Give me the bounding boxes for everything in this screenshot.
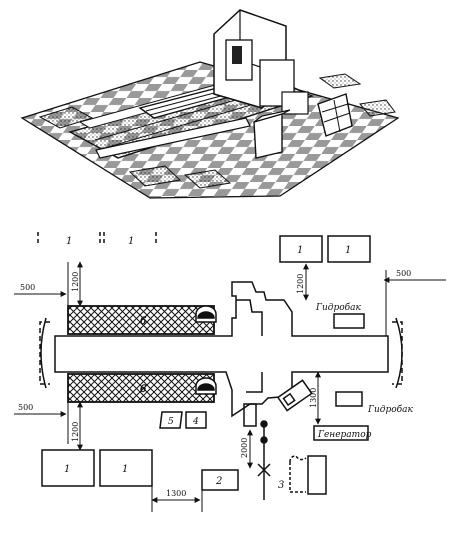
- label-hydro-bottom: Гидробак: [367, 404, 413, 415]
- label-eq1-b: 1: [345, 245, 351, 256]
- equipment-2: [201, 469, 239, 491]
- label-eq5: 5: [168, 417, 174, 427]
- drive-head-bottom-fill: [197, 383, 215, 391]
- label-eq6-top: 6: [140, 316, 147, 327]
- label-eq1-a: 1: [297, 245, 303, 256]
- isometric-view: [20, 9, 400, 199]
- pendant-node: [260, 436, 268, 444]
- equipment-1-b: [327, 235, 371, 263]
- dim-500-right: 500: [396, 269, 411, 278]
- pendant-node: [260, 420, 268, 428]
- label-eq4: 4: [192, 417, 199, 427]
- dim-1200-left-top: 1200: [71, 272, 80, 292]
- label-travel-1b: 1: [128, 236, 134, 247]
- dim-1300-right: 1300: [309, 388, 318, 408]
- equipment-1-d: [99, 449, 153, 487]
- floor-patch: [38, 106, 94, 129]
- chip-conveyor: [95, 117, 251, 159]
- column-outline: [246, 372, 263, 393]
- electrical-cabinet: [317, 93, 353, 137]
- chip-conveyor-top: [67, 305, 215, 335]
- pedestal: [243, 403, 257, 427]
- floor-patch: [183, 169, 232, 189]
- component-labels: Гидробак Гидробак Генератор 1 1 1 1 1 1 …: [64, 236, 413, 491]
- operator-desk: [307, 455, 327, 495]
- dimension-labels: 500 1200 1200 500 500 1200 1300 2000 130…: [18, 269, 411, 498]
- column-outline: [236, 299, 263, 336]
- label-eq3: 3: [278, 480, 284, 491]
- operator-chair: [289, 455, 307, 463]
- hydro-tank-bottom: [335, 391, 363, 407]
- floor-patch: [318, 73, 362, 89]
- floor-patch: [128, 165, 182, 187]
- hydro-tank-top: [333, 313, 365, 329]
- dim-1200-right-top: 1200: [296, 274, 305, 294]
- equipment-1-a: [279, 235, 323, 263]
- dim-1200-left-bottom: 1200: [71, 422, 80, 442]
- label-hydro-top: Гидробак: [315, 302, 361, 313]
- dim-1300-bottom: 1300: [166, 489, 186, 498]
- label-eq1-d: 1: [122, 464, 128, 475]
- dim-500-left-bottom: 500: [18, 403, 33, 412]
- travel-bracket-left-outer: [40, 317, 47, 389]
- label-eq1-c: 1: [64, 464, 70, 475]
- operator-chair-body: [289, 462, 306, 493]
- label-eq2: 2: [215, 476, 222, 487]
- cabinet-top: [253, 109, 291, 123]
- pendant-cross: [257, 463, 271, 477]
- travel-bracket-right-outer: [395, 317, 403, 389]
- drive-head-top-fill: [197, 311, 215, 319]
- cabinet-line: [333, 99, 341, 133]
- box-4: [185, 411, 207, 429]
- dimension-lines: [14, 261, 446, 512]
- box-5: [159, 411, 183, 429]
- label-eq6-bottom: 6: [140, 384, 147, 395]
- generator: [313, 425, 369, 441]
- head-detail: [232, 46, 242, 64]
- label-travel-1a: 1: [66, 236, 72, 247]
- equipment-1-c: [41, 449, 95, 487]
- label-generator: Генератор: [317, 430, 372, 440]
- plan-view: [37, 232, 403, 500]
- control-pendant: [276, 379, 313, 412]
- column-base: [281, 91, 309, 115]
- floor-patch: [359, 99, 396, 117]
- dim-500-left-top: 500: [20, 283, 35, 292]
- bed-outline: [54, 281, 389, 418]
- dim-2000: 2000: [240, 438, 249, 458]
- travel-bracket-right: [392, 321, 403, 385]
